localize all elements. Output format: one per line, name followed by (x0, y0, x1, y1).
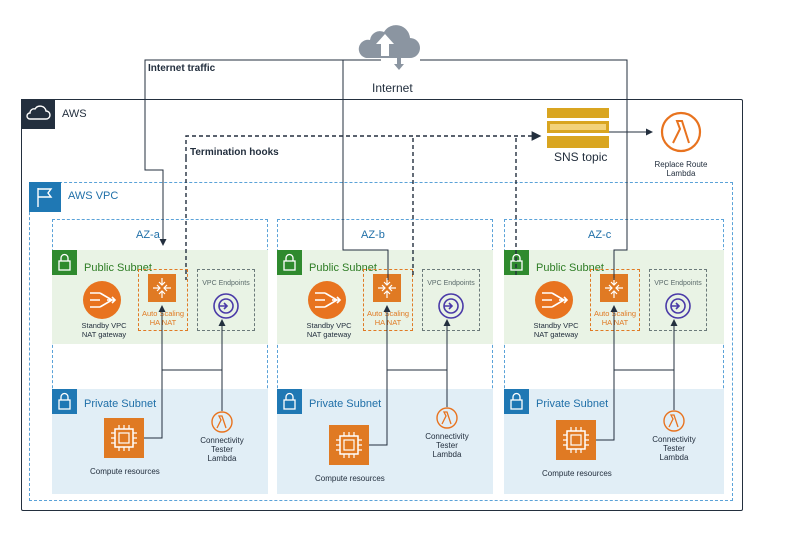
tester-line3: Lambda (432, 450, 462, 459)
vpc-label: AWS VPC (68, 190, 119, 202)
vpc-boundary (29, 182, 733, 501)
sns-topic-icon (547, 108, 609, 148)
az-label: AZ-b (361, 229, 385, 241)
asg-line1: Auto Scaling (141, 309, 185, 318)
tester-line3: Lambda (659, 453, 689, 462)
public-subnet-lock-icon (52, 250, 77, 275)
public-subnet-label: Public Subnet (536, 262, 604, 274)
compute-to-nat-line (369, 305, 391, 446)
compute-instance-icon (104, 418, 144, 458)
tester-line2: Tester (663, 444, 685, 453)
internet-traffic-label: Internet traffic (148, 63, 216, 74)
aws-cloud-icon (21, 99, 55, 129)
vpc-endpoints-label: VPC Endpoints (654, 280, 702, 287)
private-subnet-lock-icon (52, 389, 77, 414)
vpc-flag-icon (29, 182, 61, 212)
compute-resources-label: Compute resources (90, 467, 160, 476)
vpc-endpoint-icon (665, 293, 691, 319)
asg-line2: HA NAT (601, 318, 629, 327)
private-subnet-label: Private Subnet (536, 398, 609, 410)
vpc-endpoints-box (649, 269, 707, 331)
az-label: AZ-a (136, 229, 160, 241)
tester-to-nat-line (614, 369, 675, 410)
internet-label: Internet (372, 81, 413, 95)
asg-line2: HA NAT (149, 318, 177, 327)
az-label: AZ-c (588, 229, 612, 241)
sns-topic-label: SNS topic (554, 150, 608, 164)
auto-scaling-group-box (590, 269, 640, 331)
nat-line2: NAT gateway (306, 330, 352, 339)
tester-line1: Connectivity (652, 435, 696, 444)
tester-line2: Tester (211, 445, 233, 454)
vpc-endpoints-label: VPC Endpoints (427, 280, 475, 287)
nat-line1: Standby VPC (533, 321, 579, 330)
tester-line2: Tester (436, 441, 458, 450)
replace-route-line2: Lambda (666, 169, 696, 178)
nat-line2: NAT gateway (533, 330, 579, 339)
aws-cloud-boundary (21, 99, 743, 511)
nat-gateway-icon (534, 280, 574, 320)
replace-route-label: Replace Route Lambda (648, 160, 714, 178)
asg-line2: HA NAT (374, 318, 402, 327)
private-subnet (277, 389, 493, 494)
vpc-endpoints-box (422, 269, 480, 331)
compute-to-nat-line (596, 305, 618, 441)
private-subnet-lock-icon (504, 389, 529, 414)
tester-line3: Lambda (207, 454, 237, 463)
public-subnet-lock-icon (504, 250, 529, 275)
tester-to-nat-line (162, 369, 223, 411)
tester-line1: Connectivity (425, 432, 469, 441)
nat-line1: Standby VPC (306, 321, 352, 330)
aws-label: AWS (62, 108, 87, 120)
termination-hooks-line (185, 131, 542, 158)
public-subnet-lock-icon (277, 250, 302, 275)
tester-lambda-icon (211, 411, 233, 433)
traffic-line-az-a (144, 59, 381, 246)
private-subnet-label: Private Subnet (84, 398, 157, 410)
nat-line2: NAT gateway (81, 330, 127, 339)
traffic-line-az-c (420, 59, 628, 280)
auto-scaling-group-box (138, 269, 188, 331)
tester-lambda-icon (436, 407, 458, 429)
lambda-icon (660, 111, 702, 153)
compute-instance-icon (329, 425, 369, 465)
vpc-endpoint-icon (213, 293, 239, 319)
vpc-endpoint-icon (438, 293, 464, 319)
compute-instance-icon (556, 420, 596, 460)
tester-lambda-icon (663, 410, 685, 432)
nat-instance-icon (148, 274, 176, 302)
asg-line1: Auto Scaling (366, 309, 410, 318)
public-subnet-label: Public Subnet (309, 262, 377, 274)
public-subnet-label: Public Subnet (84, 262, 152, 274)
nat-line1: Standby VPC (81, 321, 127, 330)
nat-gateway-icon (307, 280, 347, 320)
private-subnet-lock-icon (277, 389, 302, 414)
nat-instance-icon (373, 274, 401, 302)
vpc-endpoints-box (197, 269, 255, 331)
nat-gateway-icon (82, 280, 122, 320)
compute-resources-label: Compute resources (315, 474, 385, 483)
termination-hooks-label: Termination hooks (190, 147, 279, 158)
internet-cloud-icon (356, 16, 422, 70)
compute-resources-label: Compute resources (542, 469, 612, 478)
traffic-line-az-b (342, 59, 389, 280)
tester-to-nat-line (387, 369, 448, 407)
compute-to-nat-line (144, 305, 166, 439)
asg-line1: Auto Scaling (593, 309, 637, 318)
vpc-endpoints-label: VPC Endpoints (202, 280, 250, 287)
private-subnet-label: Private Subnet (309, 398, 382, 410)
replace-route-line1: Replace Route (654, 160, 708, 169)
private-subnet (52, 389, 268, 494)
tester-line1: Connectivity (200, 436, 244, 445)
